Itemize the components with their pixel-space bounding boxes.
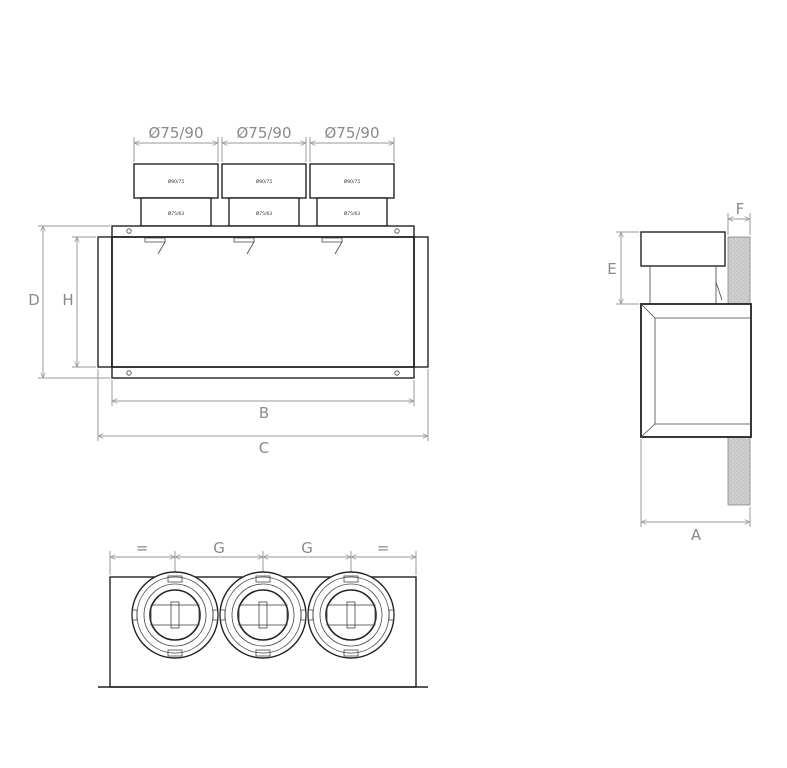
dimension-e: E (607, 232, 639, 304)
spigot-label-1: Ø75/90 (148, 124, 203, 142)
plenum-box-side (640, 303, 752, 438)
spigot-dimensions: Ø75/90 Ø75/90 Ø75/90 (134, 124, 394, 162)
dimension-b: B (112, 380, 414, 422)
plan-spigot-3 (307, 571, 395, 659)
spigot-1: Ø90/75 Ø75/63 (133, 163, 219, 227)
dimension-f-label: F (736, 200, 745, 218)
dimension-g-label-1: G (213, 539, 225, 557)
spigot-label-3: Ø75/90 (324, 124, 379, 142)
spigot-3: Ø90/75 Ø75/63 (309, 163, 395, 227)
dimension-a: A (641, 439, 750, 544)
plan-spigot-1 (131, 571, 219, 659)
dimension-c-label: C (259, 439, 269, 457)
spigot-2: Ø90/75 Ø75/63 (221, 163, 307, 227)
dimension-b-label: B (259, 404, 269, 422)
spigot-2-print-top: Ø90/75 (256, 178, 273, 185)
equal-label-left: = (136, 539, 149, 557)
plenum-box-front (97, 225, 429, 379)
front-view: Ø75/90 Ø75/90 Ø75/90 Ø90/75 Ø75/63 Ø90/7… (28, 124, 429, 457)
dimension-h-label: H (62, 291, 73, 309)
spigot-1-print-bottom: Ø75/63 (168, 210, 185, 217)
equal-label-right: = (377, 539, 390, 557)
plan-view: = G G = (98, 539, 428, 688)
dimension-h: H (62, 237, 96, 367)
spigot-2-print-bottom: Ø75/63 (256, 210, 273, 217)
spigot-1-print-top: Ø90/75 (168, 178, 185, 185)
spigot-label-2: Ø75/90 (236, 124, 291, 142)
spigot-3-print-top: Ø90/75 (344, 178, 361, 185)
dimension-a-label: A (691, 526, 702, 544)
side-view: E F A (607, 200, 752, 544)
plan-spigot-2 (219, 571, 307, 659)
dimension-c: C (98, 369, 428, 457)
spacing-dimensions: = G G = (110, 539, 416, 575)
spigot-3-print-bottom: Ø75/63 (344, 210, 361, 217)
dimension-f: F (728, 200, 750, 235)
dimension-g-label-2: G (301, 539, 313, 557)
dimension-e-label: E (607, 260, 616, 278)
dimension-d-label: D (28, 291, 40, 309)
